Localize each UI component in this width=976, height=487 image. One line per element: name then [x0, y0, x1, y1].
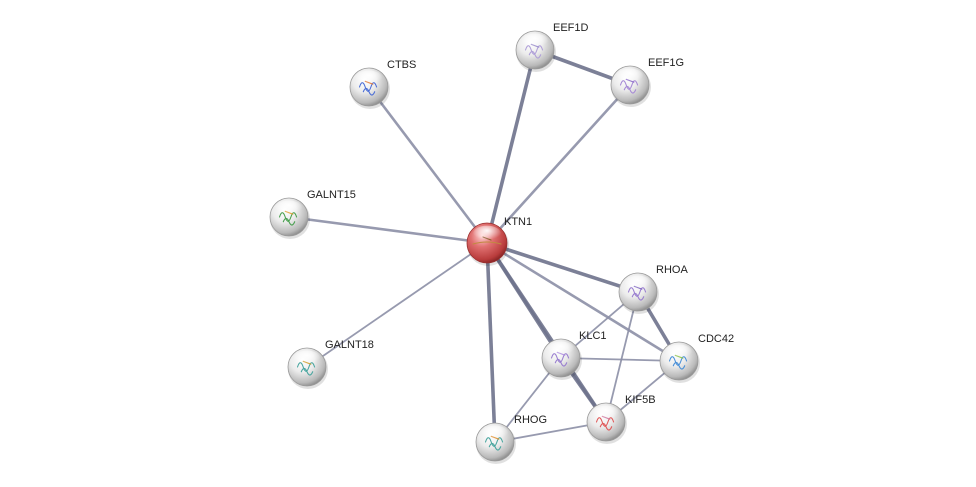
- node-label-galnt18: GALNT18: [325, 339, 374, 351]
- edge-ktn1-rhog[interactable]: [487, 243, 495, 442]
- node-highlight: [482, 425, 509, 441]
- node-label-klc1: KLC1: [579, 330, 607, 342]
- node-highlight: [356, 70, 383, 86]
- node-highlight: [617, 68, 644, 84]
- node-label-eef1g: EEF1G: [648, 57, 684, 69]
- node-label-ctbs: CTBS: [387, 59, 416, 71]
- node-label-rhoa: RHOA: [656, 264, 688, 276]
- edge-ktn1-ctbs[interactable]: [369, 87, 487, 243]
- node-highlight: [473, 226, 501, 243]
- node-label-kif5b: KIF5B: [625, 394, 656, 406]
- node-highlight: [522, 33, 549, 49]
- node-galnt18[interactable]: GALNT18: [288, 339, 374, 389]
- node-kif5b[interactable]: KIF5B: [587, 394, 656, 444]
- node-eef1g[interactable]: EEF1G: [611, 57, 684, 107]
- node-highlight: [666, 344, 693, 360]
- node-label-eef1d: EEF1D: [553, 22, 589, 34]
- node-highlight: [276, 200, 303, 216]
- node-highlight: [548, 341, 575, 357]
- edge-ktn1-eef1d[interactable]: [487, 50, 535, 243]
- node-highlight: [294, 350, 321, 366]
- node-ctbs[interactable]: CTBS: [350, 59, 416, 109]
- node-highlight: [625, 275, 652, 291]
- node-label-galnt15: GALNT15: [307, 189, 356, 201]
- node-label-rhog: RHOG: [514, 414, 547, 426]
- node-cdc42[interactable]: CDC42: [660, 333, 734, 383]
- node-label-ktn1: KTN1: [504, 216, 532, 228]
- node-rhoa[interactable]: RHOA: [619, 264, 688, 314]
- node-galnt15[interactable]: GALNT15: [270, 189, 356, 239]
- node-highlight: [593, 405, 620, 421]
- node-label-cdc42: CDC42: [698, 333, 734, 345]
- edge-ktn1-rhoa[interactable]: [487, 243, 638, 292]
- edge-ktn1-galnt15[interactable]: [289, 217, 487, 243]
- node-ktn1[interactable]: KTN1: [467, 216, 532, 266]
